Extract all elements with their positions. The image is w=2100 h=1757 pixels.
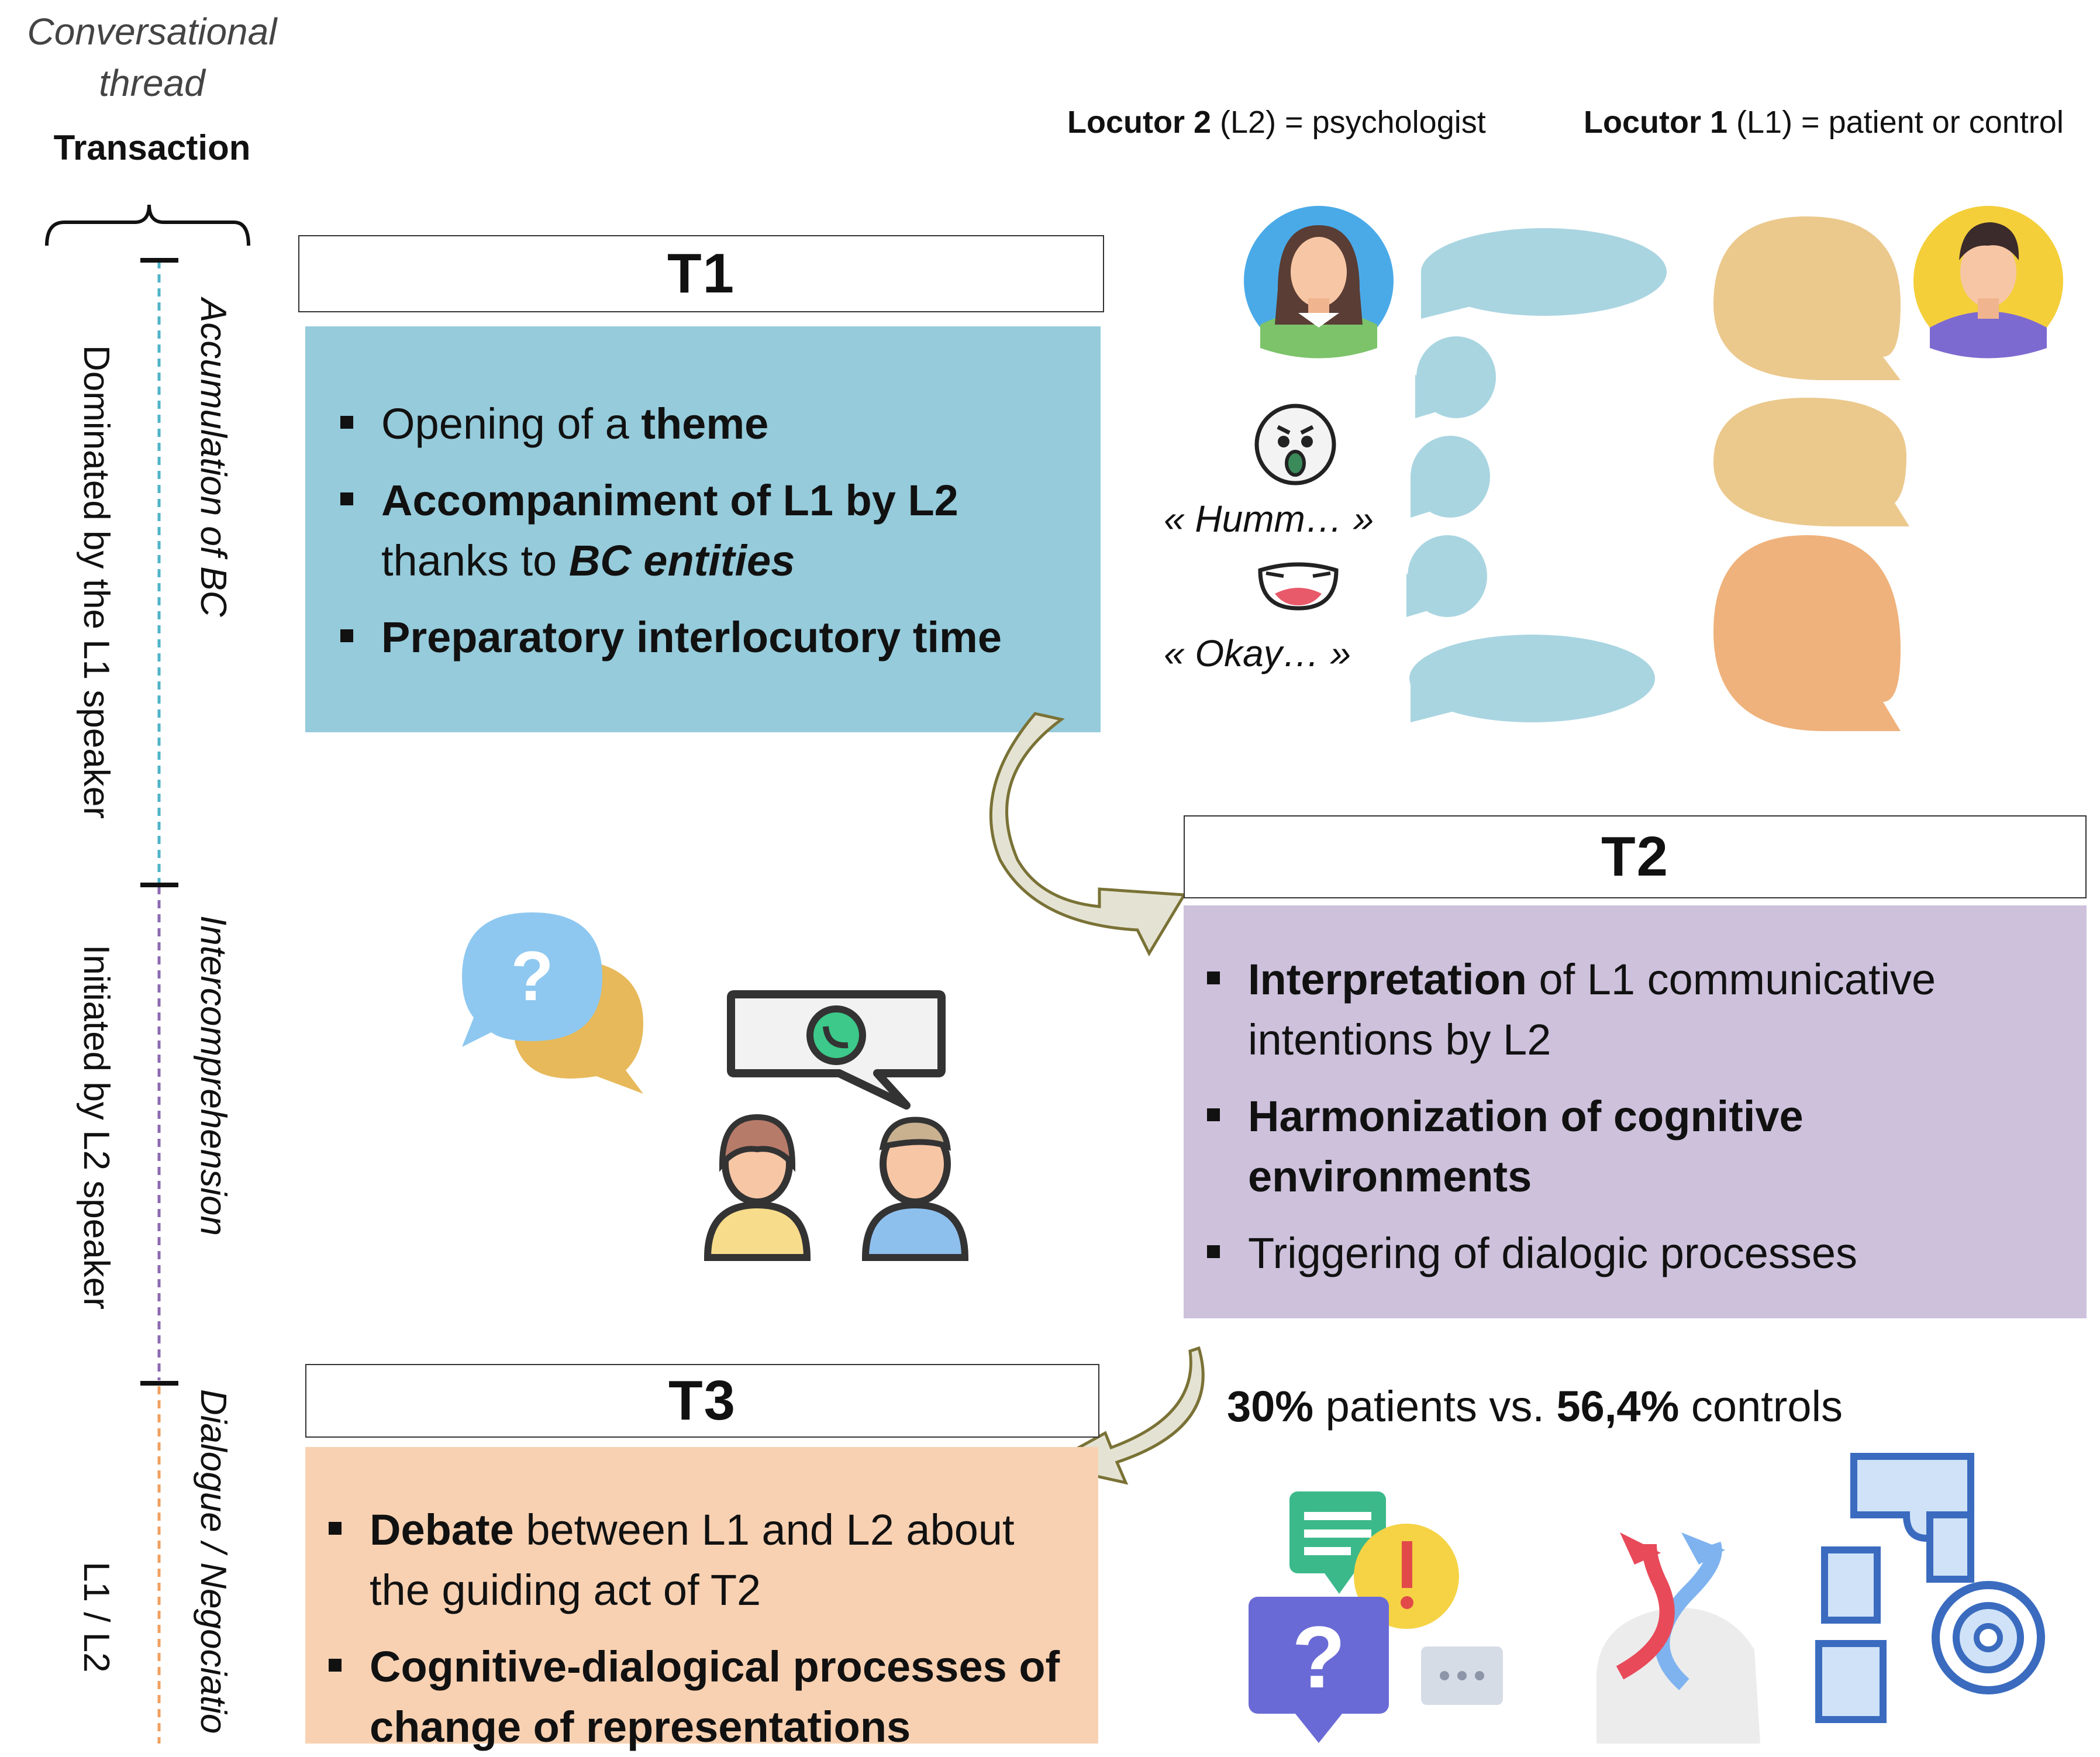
phase-label-3: Dialogue / Negociatio (193, 1389, 233, 1734)
question-chat-icon: ? (462, 912, 643, 1094)
chat-alert-icon: ? (1249, 1491, 1503, 1743)
svg-text:?: ? (511, 937, 553, 1015)
quote-okay: « Okay… » (1164, 632, 1351, 674)
person-female-icon (1244, 206, 1394, 359)
head-arrows-icon (1596, 1532, 1760, 1744)
l2-speech-bubbles (1406, 228, 1667, 722)
t3-title: T3 (305, 1364, 1099, 1438)
thread-label-line2: thread (99, 62, 205, 104)
dominance-label-1: Dominated by the L1 speaker (76, 345, 116, 819)
quote-humm: « Humm… » (1164, 498, 1374, 540)
shocked-face-icon (1254, 404, 1336, 485)
dominance-label-3: L1 / L2 (76, 1562, 116, 1673)
person-male-icon (1913, 206, 2063, 359)
t2-title: T2 (1184, 815, 2087, 898)
locutor-1-label: Locutor 1 (L1) = patient or control (1584, 105, 2064, 140)
phase-label-2: Intercomprehension (193, 915, 233, 1236)
thread-label: Conversational thread (12, 6, 292, 109)
laughing-face-icon (1258, 562, 1339, 611)
arrow-t1-to-t2-icon (989, 712, 1187, 957)
video-call-icon (704, 990, 969, 1261)
t1-item-3: Preparatory interlocutory time (317, 607, 1101, 667)
stat-text: 30% patients vs. 56,4% controls (1227, 1382, 1843, 1431)
phase-label-1: Accumulation of BC (193, 298, 233, 617)
locutor-2-label: Locutor 2 (L2) = psychologist (1067, 105, 1486, 140)
t1-title: T1 (298, 235, 1104, 312)
l1-speech-bubbles (1713, 216, 1909, 731)
t1-item-1: Opening of a theme (317, 394, 1101, 454)
t2-item-3: Triggering of dialogic processes (1184, 1223, 2087, 1283)
svg-text:?: ? (1292, 1608, 1346, 1706)
transaction-brace (45, 204, 250, 246)
thread-label-line1: Conversational (27, 11, 277, 53)
dominance-label-2: Initiated by L2 speaker (76, 945, 116, 1310)
t1-panel: Opening of a theme Accompaniment of L1 b… (305, 326, 1101, 732)
puzzle-gear-icon (1815, 1453, 2045, 1723)
timeline-axis (45, 204, 250, 1744)
transaction-label: Transaction (53, 128, 251, 167)
